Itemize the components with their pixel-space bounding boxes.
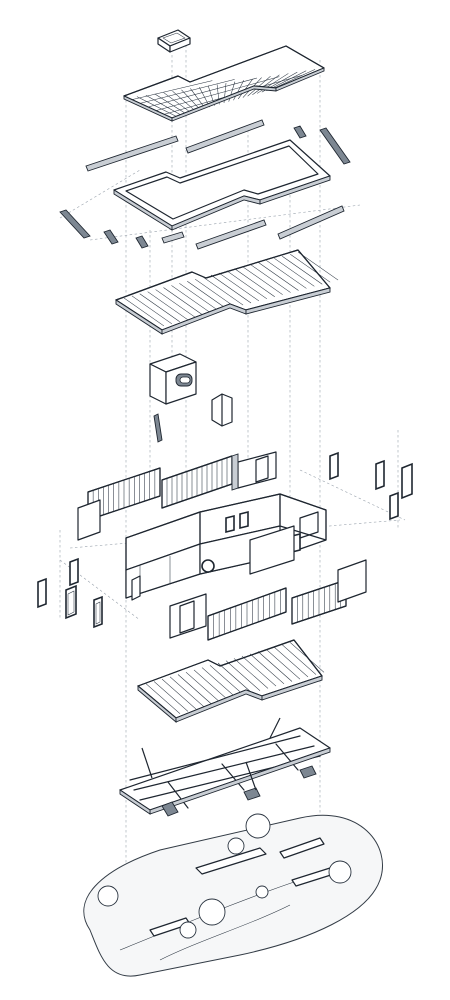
roof-grid-line <box>147 77 258 108</box>
floor-plank-line <box>193 669 229 701</box>
roof-lantern <box>157 29 191 53</box>
deck-plank-line <box>274 258 315 287</box>
roof-grid-line <box>155 76 280 111</box>
deck-plank-line <box>297 251 339 281</box>
foundation-layer <box>119 717 331 817</box>
roof-grid-line <box>172 90 196 112</box>
roof-deck-layer <box>115 249 339 335</box>
deck-plank-line <box>195 278 236 308</box>
floor-plank-line <box>185 671 221 703</box>
deck-plank-line <box>171 285 212 314</box>
roof-frame-layer <box>113 139 331 231</box>
deck-plank-line <box>218 272 260 302</box>
floor-plank-line <box>225 660 261 691</box>
deck-plank-line <box>266 260 307 289</box>
floor-plank-line <box>209 665 245 696</box>
floor-plank-line <box>273 646 309 678</box>
roof-grid-line <box>136 96 177 117</box>
floor-plank-line <box>281 644 317 675</box>
floor-plank-line <box>169 676 205 708</box>
roof-grid-line <box>233 80 245 101</box>
roof-grid-layer <box>123 45 325 122</box>
main-walls-layer <box>125 493 327 601</box>
deck-plank-line <box>202 276 244 306</box>
floor-plank-line <box>265 648 301 680</box>
deck-plank-line <box>226 270 267 300</box>
floor-plank-line <box>257 651 293 682</box>
deck-plank-line <box>123 297 165 327</box>
deck-plank-line <box>131 295 172 325</box>
floor-plank-line <box>161 678 197 710</box>
deck-plank-line <box>242 266 283 295</box>
roof-grid-line <box>131 80 213 100</box>
floor-slab-layer <box>137 639 325 723</box>
roof-grid-line <box>190 88 206 109</box>
roof-grid-line <box>139 79 235 104</box>
deck-plank-line <box>147 291 188 320</box>
floor-plank-line <box>145 683 181 714</box>
site-ground-layer <box>83 813 383 977</box>
deck-plank-line <box>155 289 196 318</box>
roof-grid-line <box>154 93 187 115</box>
roof-fascia-layer <box>59 119 351 250</box>
deck-plank-line <box>258 262 299 291</box>
roof-grid-line <box>271 69 316 90</box>
floor-plank-line <box>241 655 277 687</box>
core-volume <box>149 353 233 443</box>
floor-plank-line <box>177 674 213 705</box>
floor-plank-line <box>249 653 285 685</box>
deck-plank-line <box>187 281 228 310</box>
floor-plank-line <box>153 681 189 712</box>
deck-plank-line <box>234 268 275 297</box>
roof-grid-line <box>145 95 182 116</box>
windows-layer <box>37 451 413 629</box>
deck-plank-line <box>163 287 204 316</box>
deck-plank-line <box>139 293 180 322</box>
deck-plank-line <box>282 256 323 285</box>
lower-walls-layer <box>169 559 367 641</box>
roof-grid-line <box>181 89 201 111</box>
deck-plank-line <box>210 274 252 304</box>
floor-plank-line <box>233 658 269 689</box>
floor-plank-line <box>217 662 253 694</box>
roof-grid-line <box>163 92 192 113</box>
deck-plank-line <box>290 253 331 283</box>
floor-plank-line <box>201 667 237 698</box>
deck-plank-line <box>179 283 220 312</box>
trees <box>97 813 352 939</box>
upper-walls-layer <box>77 451 277 541</box>
deck-plank-line <box>250 264 291 293</box>
